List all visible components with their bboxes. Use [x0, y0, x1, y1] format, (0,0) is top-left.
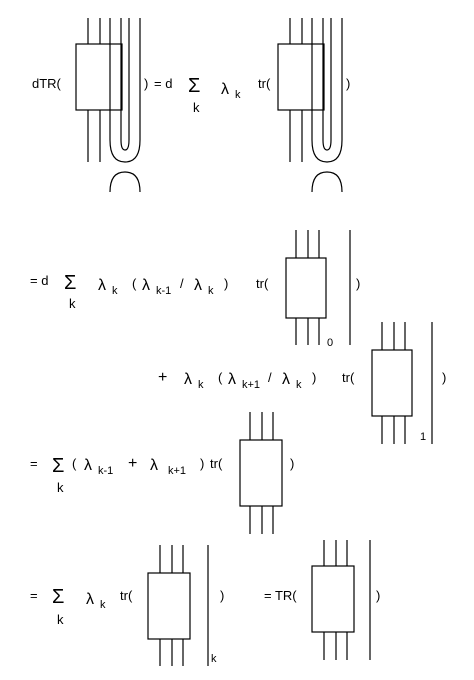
- sum-symbol: Σ: [188, 75, 200, 97]
- cap-strand-inner: [120, 18, 130, 151]
- box: [239, 439, 283, 507]
- lambda: λ: [86, 591, 94, 608]
- sum-symbol: Σ: [52, 586, 64, 608]
- tr-close-paren: ): [346, 76, 350, 91]
- row5-box-diagram-2: [311, 540, 371, 660]
- open-paren: (: [132, 276, 137, 291]
- close-paren: ): [312, 370, 316, 385]
- box: [277, 43, 325, 111]
- tr-close-paren: ): [220, 588, 224, 603]
- eq: =: [30, 588, 38, 603]
- slash: /: [180, 276, 184, 291]
- tr2-close-paren: ): [376, 588, 380, 603]
- tr-open: tr(: [120, 588, 133, 603]
- lambda-num: λ: [142, 277, 150, 294]
- row2-equation: = d Σ k λ k ( λ k-1 / λ k ) tr( 0 ): [30, 230, 360, 349]
- lambda-b-sub: k+1: [168, 465, 186, 477]
- sum-index: k: [69, 296, 76, 311]
- box: [311, 565, 355, 633]
- lambda: λ: [184, 371, 192, 388]
- sum-index: k: [57, 480, 64, 495]
- tr-open: tr(: [210, 456, 223, 471]
- row1-equation: dTR( ) = d Σ k λ k tr(: [32, 18, 350, 193]
- row3-equation: + λ k ( λ k+1 / λ k ) tr( 1 ): [158, 322, 446, 444]
- box: [147, 572, 191, 640]
- lambda-den-sub: k: [296, 379, 302, 391]
- lambda-num-sub: k-1: [156, 285, 171, 297]
- eq-d: = d: [154, 76, 172, 91]
- eq-d: = d: [30, 273, 48, 288]
- lambda-den: λ: [282, 371, 290, 388]
- slash: /: [268, 370, 272, 385]
- lhs-dtr-open: dTR(: [32, 76, 62, 91]
- lambda: λ: [221, 81, 229, 98]
- tr-open: tr(: [342, 370, 355, 385]
- eq-tr-open: = TR(: [264, 588, 297, 603]
- lambda-a: λ: [84, 457, 92, 474]
- row1-rhs-box-diagram: [277, 18, 343, 193]
- close-paren: ): [224, 276, 228, 291]
- cup-strand: [109, 171, 141, 193]
- lambda-sub: k: [235, 89, 241, 101]
- lambda-sub: k: [100, 599, 106, 611]
- lambda-num-sub: k+1: [242, 379, 260, 391]
- lambda-b: λ: [150, 457, 158, 474]
- cap-strand-inner: [322, 18, 332, 151]
- close-paren: ): [200, 456, 204, 471]
- plus: +: [128, 455, 137, 472]
- tr-open: tr(: [258, 76, 271, 91]
- box: [75, 43, 123, 111]
- tr-close-paren: ): [442, 370, 446, 385]
- tr-close-paren: ): [290, 456, 294, 471]
- lambda-sub: k: [112, 285, 118, 297]
- index-label: 0: [327, 337, 333, 349]
- box: [285, 257, 327, 319]
- row4-equation: = Σ k ( λ k-1 + λ k+1 ) tr( ): [30, 412, 294, 534]
- open-paren: (: [72, 456, 77, 471]
- lambda: λ: [98, 277, 106, 294]
- cap-strand: [311, 18, 343, 163]
- row2-box-diagram: [285, 230, 351, 345]
- plus: +: [158, 369, 167, 386]
- row5-equation: = Σ k λ k tr( k ) = TR( ): [30, 540, 380, 666]
- row4-box-diagram: [239, 412, 283, 534]
- lhs-close-paren: ): [144, 76, 148, 91]
- lambda-den-sub: k: [208, 285, 214, 297]
- lambda-sub: k: [198, 379, 204, 391]
- index-label: 1: [420, 431, 426, 443]
- cap-strand: [109, 18, 141, 163]
- row5-box-diagram-1: [147, 545, 209, 666]
- sum-symbol: Σ: [52, 455, 64, 477]
- sum-index: k: [193, 100, 200, 115]
- row1-lhs-box-diagram: [75, 18, 141, 193]
- row3-box-diagram: [371, 322, 433, 444]
- eq: =: [30, 456, 38, 471]
- lambda-num: λ: [228, 371, 236, 388]
- open-paren: (: [218, 370, 223, 385]
- lambda-a-sub: k-1: [98, 465, 113, 477]
- sum-symbol: Σ: [64, 272, 76, 294]
- box: [371, 349, 413, 417]
- tr-open: tr(: [256, 276, 269, 291]
- lambda-den: λ: [194, 277, 202, 294]
- cup-strand: [311, 171, 343, 193]
- tr-close-paren: ): [356, 276, 360, 291]
- sum-index: k: [57, 612, 64, 627]
- index-label: k: [211, 653, 217, 665]
